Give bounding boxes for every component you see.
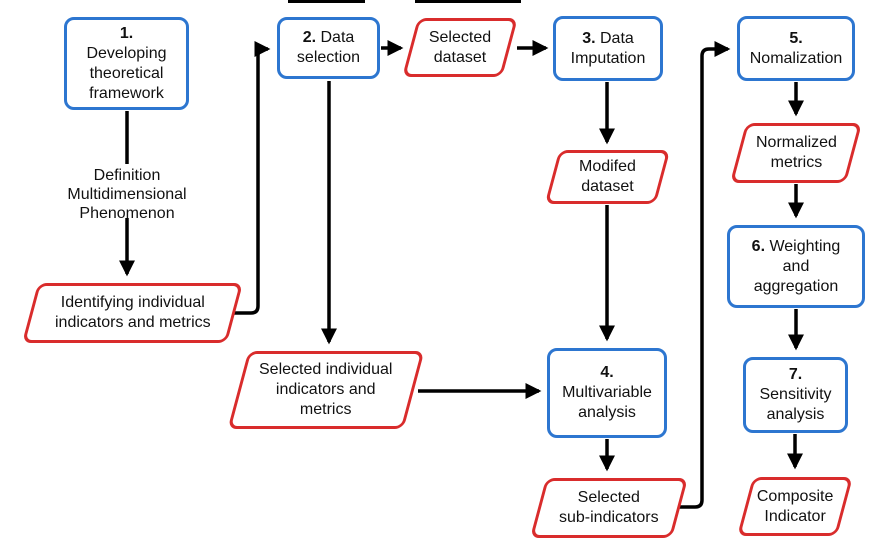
data-normalized-metrics: Normalized metrics [729, 123, 863, 183]
cropped-line-artifact [288, 0, 365, 3]
arrow-selected-subindicators-to-step5-elbow [676, 40, 731, 509]
data-node-label: Selected individual indicators and metri… [259, 360, 392, 420]
label-line: Definition [93, 167, 161, 184]
data-node-label: Identifying individual indicators and me… [55, 293, 211, 333]
step-label-line: aggregation [753, 277, 839, 295]
step-1-developing-theoretical-framework: 1. Developing theoretical framework [64, 17, 189, 110]
data-label-line: metrics [770, 154, 822, 171]
data-label-line: indicators and [276, 381, 376, 398]
data-label-line: Normalized [755, 134, 837, 151]
step-label-line: and [782, 257, 810, 275]
data-label-line: Selected [428, 28, 492, 46]
step-6-weighting-and-aggregation: 6. Weighting and aggregation [727, 225, 865, 308]
step-label-line: theoretical [89, 64, 164, 82]
data-composite-indicator: Composite Indicator [737, 477, 853, 536]
data-node-label: Selected sub-indicators [559, 488, 659, 528]
cropped-line-artifact [415, 0, 521, 3]
data-node-label: Modifed dataset [579, 157, 636, 197]
step-4-multivariable-analysis: 4. Multivariable analysis [547, 348, 667, 438]
step-number: 7. [788, 366, 803, 383]
data-label-line: Selected individual [259, 361, 393, 378]
step-5-normalization: 5. Nomalization [737, 16, 855, 81]
step-2-data-selection: 2. Data selection [277, 17, 380, 79]
step-number: 1. [119, 24, 134, 42]
data-label-line: Composite [756, 487, 834, 505]
step-3-data-imputation: 3. Data Imputation [553, 16, 663, 81]
step-number: 3. [582, 29, 596, 47]
step-number: 5. [789, 29, 803, 47]
data-label-line: sub-indicators [559, 509, 659, 526]
step-label-line: analysis [578, 404, 636, 421]
step-label-line: Developing [86, 44, 167, 62]
label-line: Phenomenon [79, 205, 175, 222]
data-label-line: dataset [581, 178, 634, 195]
data-node-label: Composite Indicator [757, 487, 833, 527]
data-label-line: Selected [577, 489, 641, 506]
data-label-line: Identifying individual [60, 294, 205, 311]
data-label-line: indicators and metrics [54, 314, 211, 331]
data-label-line: metrics [300, 401, 352, 418]
data-node-label: Selected dataset [429, 28, 491, 68]
step-number: 6. [751, 237, 766, 255]
step-7-sensitivity-analysis: 7. Sensitivity analysis [743, 357, 848, 433]
step-label-line: Multivariable [562, 384, 652, 401]
step-label-line: Imputation [570, 49, 646, 67]
step-label-line: Sensitivity [759, 386, 832, 403]
data-selected-dataset: Selected dataset [402, 18, 518, 77]
step-label-line: selection [296, 49, 361, 66]
data-label-line: Indicator [764, 507, 826, 525]
step-label-line: Nomalization [749, 49, 843, 67]
data-label-line: dataset [433, 48, 487, 66]
data-selected-individual-indicators-and-metrics: Selected individual indicators and metri… [227, 351, 425, 429]
data-label-line: Modifed [579, 158, 636, 175]
label-line: Multidimensional [67, 186, 187, 203]
step-label-line: framework [89, 84, 164, 102]
step-label-line: analysis [766, 406, 825, 423]
step-label-line: Weighting [769, 237, 841, 255]
definition-multidimensional-phenomenon-label: Definition Multidimensional Phenomenon [37, 166, 217, 223]
data-modified-dataset: Modifed dataset [544, 150, 671, 204]
data-node-label: Normalized metrics [756, 133, 837, 173]
step-label-line: Data [600, 29, 634, 47]
step-number: 2. [302, 29, 317, 46]
step-label-line: Data [320, 29, 355, 46]
data-identifying-individual-indicators-and-metrics: Identifying individual indicators and me… [21, 283, 244, 343]
step-number: 4. [600, 364, 614, 381]
data-selected-sub-indicators: Selected sub-indicators [529, 478, 689, 538]
arrow-identifying-to-step2-elbow [234, 40, 271, 315]
